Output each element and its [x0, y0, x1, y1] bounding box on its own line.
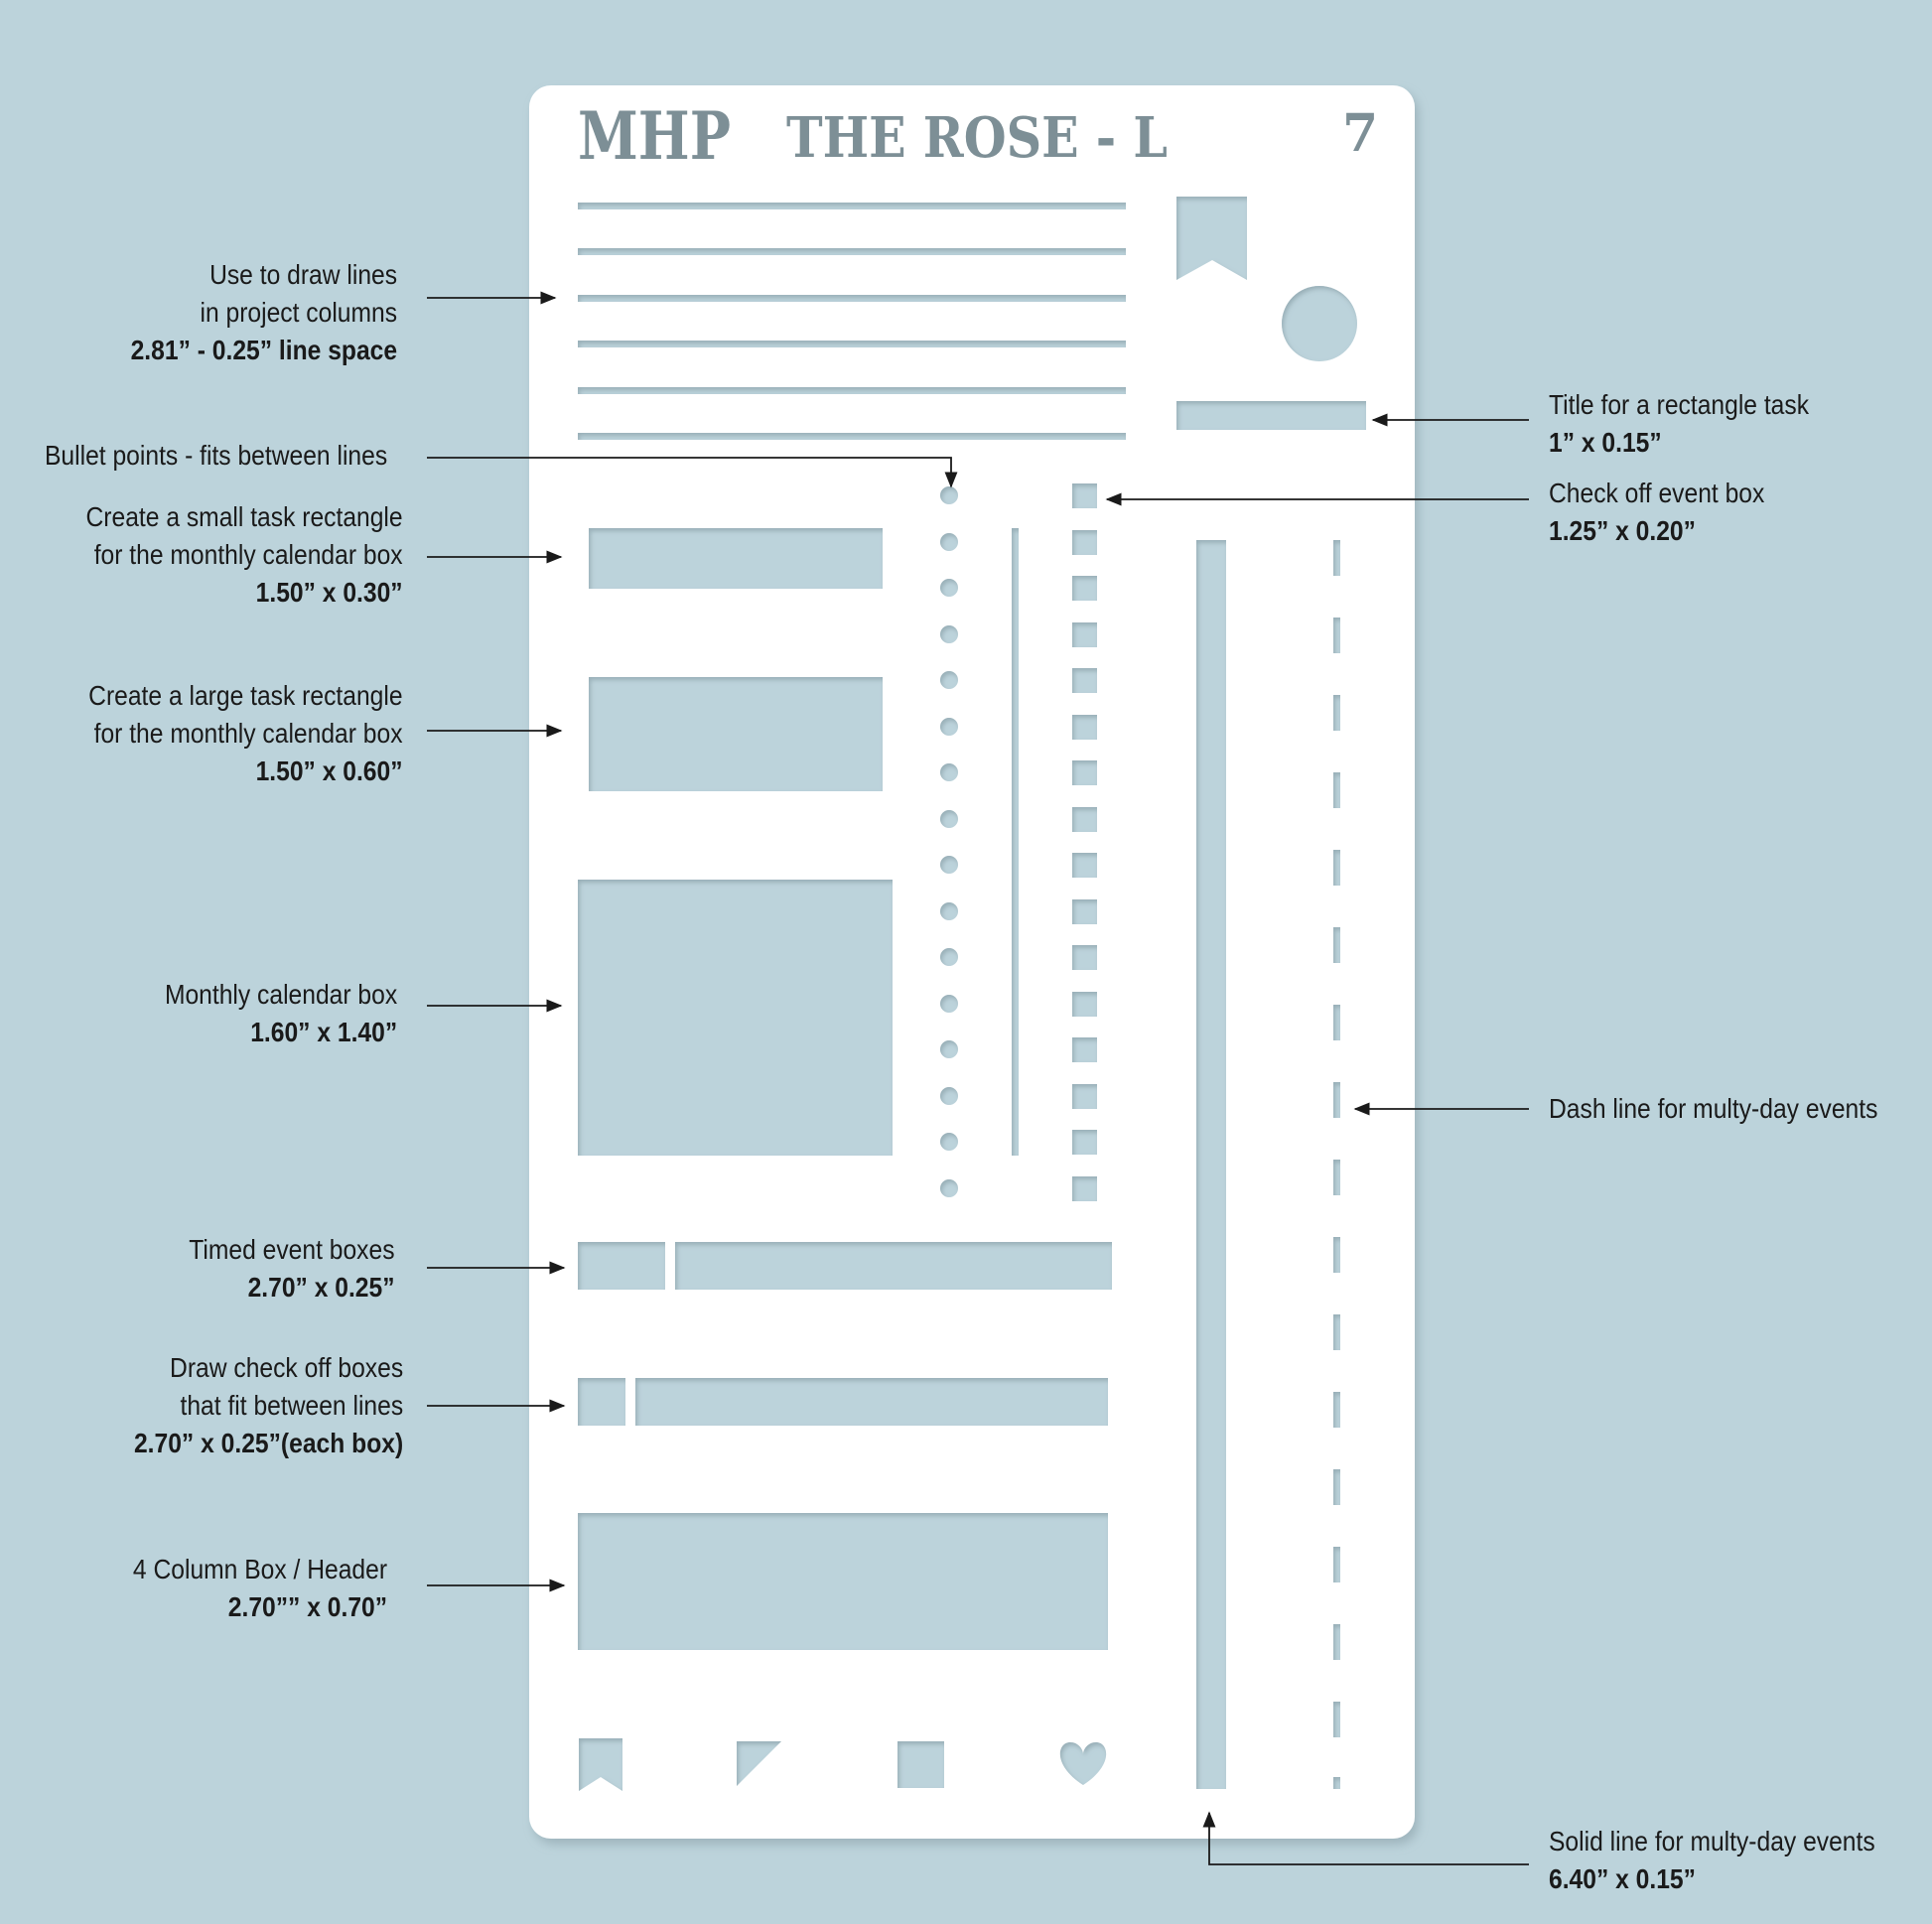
annotation-arrows	[427, 291, 1529, 1865]
solid-multiday-line	[1196, 540, 1226, 1789]
label-monthly-box-line1: Monthly calendar box	[164, 979, 397, 1010]
label-column-box-line1: 4 Column Box / Header	[132, 1554, 387, 1584]
label-solid-line-line1: Solid line for multy-day events	[1549, 1826, 1875, 1856]
label-lines-dims: 2.81” - 0.25” line space	[130, 335, 397, 365]
project-line	[578, 433, 1126, 440]
label-timed-event: Timed event boxes 2.70” x 0.25”	[190, 1231, 395, 1306]
arrow-solid-line	[1202, 1811, 1529, 1865]
label-title-rect: Title for a rectangle task 1” x 0.15”	[1549, 386, 1809, 462]
label-check-event-line1: Check off event box	[1549, 478, 1765, 508]
large-task-rectangle	[589, 677, 883, 791]
cutouts	[578, 197, 1366, 1791]
label-check-boxes: Draw check off boxes that fit between li…	[134, 1349, 403, 1462]
label-lines-line2: in project columns	[200, 297, 397, 328]
stencil-name: THE ROSE - L	[786, 105, 1168, 171]
thin-vertical-line	[1012, 528, 1019, 1156]
check-off-event-boxes	[1072, 483, 1097, 1201]
label-large-task-line1: Create a large task rectangle	[88, 680, 403, 711]
label-check-event-dims: 1.25” x 0.20”	[1549, 515, 1696, 546]
label-monthly-box: Monthly calendar box 1.60” x 1.40”	[165, 976, 397, 1051]
timed-event-box-small	[578, 1242, 665, 1290]
label-solid-line: Solid line for multy-day events 6.40” x …	[1549, 1823, 1875, 1898]
label-check-boxes-line2: that fit between lines	[180, 1390, 403, 1421]
label-check-boxes-dims: 2.70” x 0.25”(each box)	[133, 1428, 403, 1458]
label-small-task-dims: 1.50” x 0.30”	[256, 577, 403, 608]
heart-icon	[1059, 1742, 1107, 1785]
triangle-icon	[737, 1741, 781, 1786]
bookmark-icon	[1176, 197, 1247, 280]
label-large-task-line2: for the monthly calendar box	[94, 718, 403, 749]
bookmark-icon	[579, 1738, 622, 1791]
label-large-task-dims: 1.50” x 0.60”	[256, 756, 403, 786]
project-line	[578, 341, 1126, 347]
label-small-task: Create a small task rectangle for the mo…	[86, 498, 403, 612]
circle-icon	[1282, 286, 1357, 361]
bullet-column	[940, 486, 958, 1197]
small-task-rectangle	[589, 528, 883, 589]
label-title-rect-dims: 1” x 0.15”	[1549, 427, 1662, 458]
label-dash-line-line1: Dash line for multy-day events	[1549, 1093, 1878, 1124]
label-lines: Use to draw lines in project columns 2.8…	[131, 256, 397, 369]
label-bullets-line1: Bullet points - fits between lines	[45, 440, 388, 471]
label-solid-line-dims: 6.40” x 0.15”	[1549, 1863, 1696, 1894]
project-line	[578, 203, 1126, 209]
four-column-box	[578, 1513, 1108, 1650]
label-column-box-dims: 2.70”” x 0.70”	[227, 1591, 387, 1622]
check-off-box-large	[635, 1378, 1108, 1426]
label-small-task-line2: for the monthly calendar box	[94, 539, 404, 570]
dash-multiday-line	[1333, 540, 1340, 1789]
stencil-brand: MHP	[578, 97, 731, 175]
label-bullets: Bullet points - fits between lines	[45, 437, 387, 475]
label-timed-event-line1: Timed event boxes	[189, 1234, 395, 1265]
label-timed-event-dims: 2.70” x 0.25”	[248, 1272, 395, 1303]
title-rectangle-cutout	[1176, 401, 1366, 430]
timed-event-box-large	[675, 1242, 1112, 1290]
label-dash-line: Dash line for multy-day events	[1549, 1090, 1877, 1128]
label-column-box: 4 Column Box / Header 2.70”” x 0.70”	[133, 1551, 387, 1626]
label-title-rect-line1: Title for a rectangle task	[1549, 389, 1810, 420]
check-off-box-small	[578, 1378, 625, 1426]
label-check-boxes-line1: Draw check off boxes	[169, 1352, 403, 1383]
arrow-bullets	[427, 457, 958, 488]
label-monthly-box-dims: 1.60” x 1.40”	[250, 1017, 397, 1047]
label-lines-line1: Use to draw lines	[209, 259, 397, 290]
label-small-task-line1: Create a small task rectangle	[85, 501, 403, 532]
label-check-event: Check off event box 1.25” x 0.20”	[1549, 475, 1764, 550]
project-line	[578, 387, 1126, 394]
label-large-task: Create a large task rectangle for the mo…	[89, 677, 403, 790]
square-icon	[897, 1741, 944, 1788]
monthly-calendar-box	[578, 880, 893, 1156]
stencil-number: 7	[1342, 103, 1378, 164]
project-line	[578, 248, 1126, 255]
project-line	[578, 295, 1126, 302]
